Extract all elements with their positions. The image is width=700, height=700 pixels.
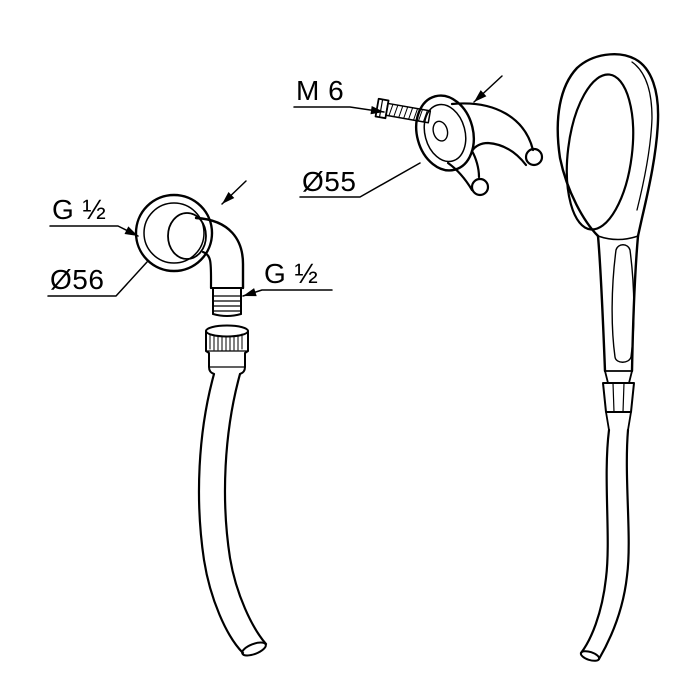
elbow-body-inner	[201, 250, 213, 290]
label-diameter-56: Ø56	[50, 264, 104, 295]
handle-neck-line	[597, 235, 639, 241]
claw-ball-upper	[524, 147, 544, 167]
bracket-flange-inner	[423, 103, 467, 163]
hose-left-edge-b	[223, 372, 268, 646]
hose-left-end-cap	[241, 641, 267, 657]
claw-upper-inner	[470, 141, 528, 167]
screw-head-line	[378, 98, 384, 118]
labels: M 6 Ø55 G ½ Ø56 G ½	[50, 75, 356, 295]
elbow-flange-ring	[143, 202, 205, 264]
claw-ball-lower	[470, 177, 490, 197]
arrowhead-pointer-bracket	[474, 90, 487, 102]
claw-lower-outer	[446, 161, 474, 192]
leader-line-d55	[299, 162, 421, 198]
label-thread-m6: M 6	[296, 75, 344, 106]
nut-knurling	[209, 333, 243, 352]
handle-right-edge	[630, 234, 640, 373]
shower-hose-right	[579, 428, 630, 662]
claw-upper-outer	[450, 102, 535, 152]
hand-shower	[556, 53, 660, 431]
label-diameter-55: Ø55	[302, 166, 356, 197]
leader-line-g12-wall	[49, 225, 139, 237]
shower-head-outline	[556, 53, 660, 238]
nut-right-side	[239, 330, 249, 375]
wall-bracket	[374, 94, 544, 197]
leader-line-d56	[47, 261, 148, 297]
bracket-flange-boss	[432, 120, 449, 142]
claw-notch	[470, 149, 481, 179]
spray-face-oval	[565, 73, 635, 231]
nut-left-side	[205, 330, 215, 375]
nut-groove-lines	[205, 350, 249, 368]
leader-line-m6	[293, 106, 385, 113]
screw-threads	[388, 103, 428, 123]
hose-right-edge-a	[579, 428, 611, 655]
elbow-flange-dome	[167, 212, 207, 260]
elbow-body-outer	[194, 216, 245, 290]
handle-grip-inlay	[611, 244, 635, 363]
shower-hose-left	[197, 372, 268, 657]
elbow-nipple-bottom	[212, 313, 242, 317]
hose-nut-left	[205, 324, 249, 375]
hose-right-end-cap	[579, 650, 601, 662]
screw-shaft	[385, 102, 432, 124]
label-thread-g12-outlet: G ½	[264, 258, 318, 289]
handle-left-edge	[596, 234, 607, 373]
elbow-nipple-threads	[212, 295, 242, 312]
hose-right-edge-b	[597, 428, 630, 661]
label-thread-g12-wall: G ½	[52, 194, 106, 225]
callouts	[47, 75, 503, 297]
arrowhead-m6	[370, 106, 384, 115]
connector-cone	[604, 370, 633, 384]
wall-elbow-fitting	[134, 193, 245, 317]
bracket-claw	[446, 102, 544, 197]
connector-nut	[602, 382, 635, 413]
elbow-flange-outer	[134, 193, 214, 273]
connector-tail	[605, 411, 632, 431]
shower-head-inner-contour	[631, 61, 653, 211]
hose-left-edge-a	[197, 372, 245, 655]
arrowhead-g12-wall	[124, 226, 138, 236]
arrowhead-pointer-elbow	[222, 192, 235, 204]
connector-nut-facets	[612, 382, 625, 413]
arrowhead-g12-outlet	[243, 288, 257, 297]
